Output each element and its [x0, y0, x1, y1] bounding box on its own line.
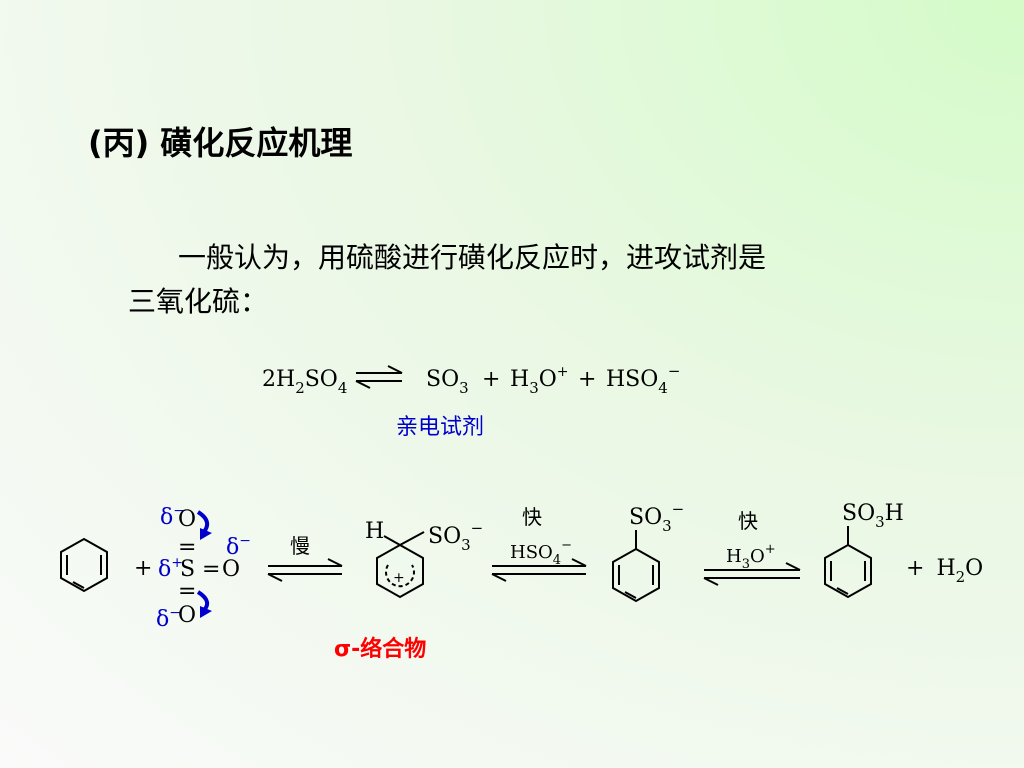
sulfonate-group: SO3− — [428, 519, 483, 554]
curved-arrowhead-icon — [200, 528, 212, 540]
sulfonate-group: SO3− — [629, 500, 684, 535]
plus-sign: + — [578, 367, 596, 392]
equilibrium-arrow-1 — [355, 365, 403, 389]
sulfur-trioxide: SO3 — [426, 367, 469, 397]
equilibrium-arrow-4 — [703, 562, 801, 586]
double-bond-bottom: = — [178, 579, 196, 604]
delta-minus-top: δ− — [160, 503, 185, 530]
step-3-label: 快 — [738, 509, 758, 533]
benzenesulfonate: SO3− — [612, 500, 684, 603]
sigma-complex-label: σ-络合物 — [334, 636, 426, 662]
so3-electrophile: δ− O = δ+ S = O δ− = δ− O — [156, 503, 251, 632]
step-1-label: 慢 — [290, 534, 310, 558]
step-3-reagent: H3O+ — [726, 542, 776, 572]
sulfur-atom: S — [180, 557, 195, 582]
plus-sign: + — [134, 556, 152, 581]
oxygen-top: O — [178, 507, 196, 532]
double-bond-top: = — [178, 535, 196, 560]
equation-1: 2H2SO4 SO3 + H3O+ + HSO4− — [262, 362, 680, 397]
paragraph-line-2: 三氧化硫： — [128, 285, 269, 318]
delta-minus-bottom: δ− — [156, 605, 181, 632]
paragraph-line-1: 一般认为，用硫酸进行磺化反应时，进攻试剂是 — [178, 241, 767, 274]
curved-arrowhead-icon — [200, 606, 212, 618]
oxygen-right: O — [222, 557, 240, 582]
equilibrium-arrow-3 — [491, 558, 587, 582]
sigma-complex: H SO3− + — [365, 519, 483, 599]
delta-plus: δ+ — [158, 555, 183, 582]
hydrogen-atom: H — [365, 519, 384, 544]
bisulfate: HSO4− — [606, 362, 680, 397]
sulfuric-acid: 2H2SO4 — [262, 367, 347, 397]
benzenesulfonic-acid: SO3H — [824, 501, 904, 599]
intro-paragraph: 一般认为，用硫酸进行磺化反应时，进攻试剂是 三氧化硫： — [128, 236, 908, 324]
ring-positive-charge: + — [393, 570, 405, 586]
benzene-ring — [60, 537, 108, 593]
water: +H2O — [906, 556, 983, 586]
page-title: (丙) 磺化反应机理 — [88, 124, 353, 162]
step-2-reagent: HSO4− — [510, 538, 572, 568]
double-bond-right: = — [202, 557, 220, 582]
equilibrium-arrow-2 — [267, 558, 343, 582]
delta-minus-right: δ− — [226, 533, 251, 560]
sulfonic-acid-group: SO3H — [842, 501, 904, 531]
hydronium: H3O+ — [510, 364, 569, 397]
plus-sign: + — [482, 367, 500, 392]
electrophile-label: 亲电试剂 — [396, 415, 484, 440]
step-2-label: 快 — [522, 505, 542, 529]
oxygen-bottom: O — [178, 603, 196, 628]
